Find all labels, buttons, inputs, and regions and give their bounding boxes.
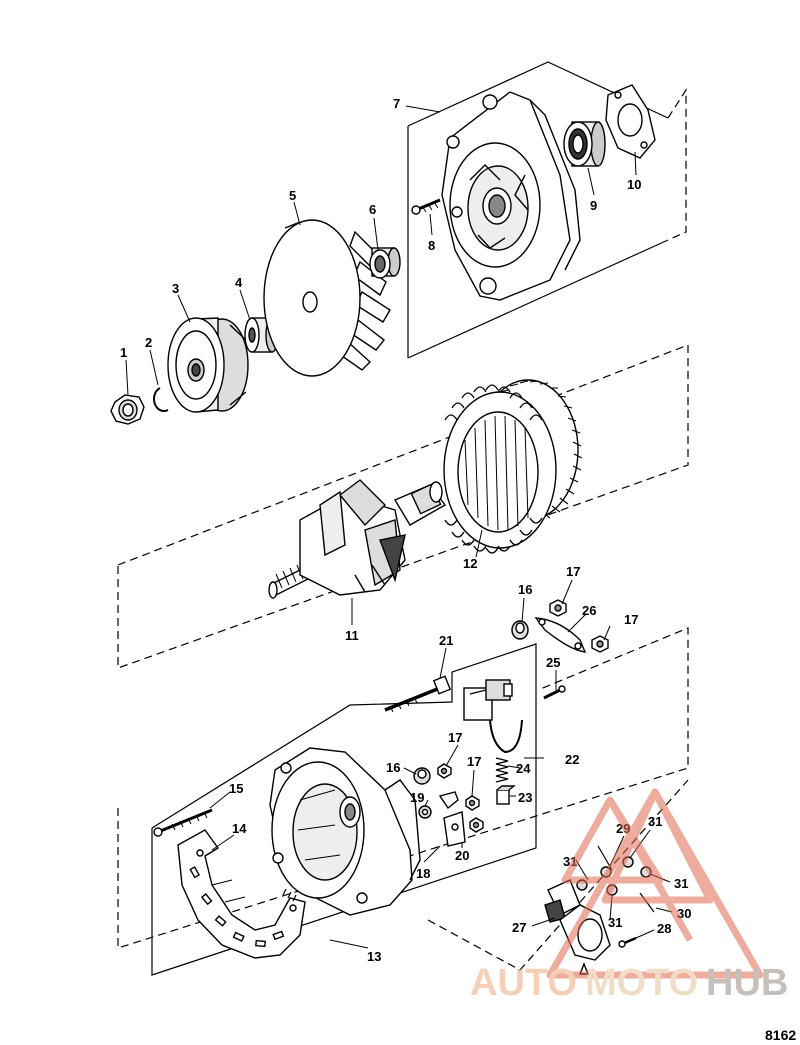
callout-17-mid: 17	[448, 730, 462, 745]
screw-icon	[153, 808, 213, 837]
callout-15: 15	[229, 781, 243, 796]
watermark-hub: HUB	[706, 962, 788, 1004]
callout-23: 23	[518, 790, 532, 805]
callout-8: 8	[428, 238, 435, 253]
stator-icon	[443, 379, 583, 554]
callout-14: 14	[232, 821, 247, 836]
snap-ring-icon	[153, 387, 169, 412]
nut-icon	[110, 394, 145, 425]
nut-icon	[465, 795, 480, 811]
callout-21: 21	[439, 633, 453, 648]
slip-ring-end-housing-icon	[269, 747, 421, 916]
brush-icon	[496, 785, 516, 805]
callout-22: 22	[565, 752, 579, 767]
callout-17-low: 17	[467, 754, 481, 769]
callout-6: 6	[369, 202, 376, 217]
callout-1: 1	[120, 345, 127, 360]
rotor-icon	[268, 479, 447, 599]
washer-icon	[418, 805, 432, 819]
retainer-plate-icon	[605, 84, 656, 159]
heat-sink-icon	[177, 829, 306, 959]
callout-3: 3	[172, 281, 179, 296]
bearing-icon	[563, 121, 606, 167]
callout-11: 11	[345, 628, 359, 643]
terminal-bracket-icon	[438, 791, 466, 847]
pulley-icon	[167, 317, 249, 413]
callout-2: 2	[145, 335, 152, 350]
insulator-icon	[413, 767, 431, 785]
callout-27: 27	[512, 920, 526, 935]
callout-16-bottom: 16	[386, 760, 400, 775]
callout-28: 28	[657, 921, 671, 936]
watermark-moto: MOTO	[585, 962, 698, 1004]
nut-icon	[469, 817, 484, 833]
callout-7: 7	[393, 96, 400, 111]
drive-end-housing-icon	[441, 91, 581, 301]
nut-icon	[591, 635, 609, 653]
nut-icon	[437, 763, 452, 779]
nut-icon	[549, 599, 567, 617]
callout-9: 9	[590, 198, 597, 213]
brush-holder-icon	[463, 679, 523, 754]
watermark: AUTO MOTO HUB	[470, 788, 788, 1004]
callout-25: 25	[546, 655, 560, 670]
callout-4: 4	[235, 275, 243, 290]
terminal-hardware	[413, 599, 609, 847]
callout-31-bottom: 31	[608, 915, 622, 930]
callout-10: 10	[627, 177, 641, 192]
callout-19: 19	[410, 790, 424, 805]
callout-16-top: 16	[518, 582, 532, 597]
link-plate-icon	[534, 617, 587, 653]
watermark-auto: AUTO	[470, 962, 577, 1004]
collar-icon	[369, 247, 401, 279]
callout-5: 5	[289, 188, 296, 203]
callout-17-top: 17	[566, 564, 580, 579]
callout-31-right: 31	[674, 876, 688, 891]
callout-12: 12	[463, 556, 477, 571]
through-bolt-icon	[384, 675, 452, 713]
insulator-icon	[511, 620, 529, 640]
callout-20: 20	[455, 848, 469, 863]
reference-number: 8162	[765, 1027, 796, 1043]
callout-labels: 1 2 3 4 5 6 7 8 9 10 11 12 13 14 15 16 1…	[120, 96, 691, 964]
callout-26: 26	[582, 603, 596, 618]
callout-13: 13	[367, 949, 381, 964]
screw-icon	[543, 685, 566, 700]
spring-icon	[495, 757, 509, 783]
screw-icon	[411, 198, 441, 215]
callout-18: 18	[416, 866, 430, 881]
callout-17-right: 17	[624, 612, 638, 627]
fan-icon	[263, 219, 391, 377]
callout-31-top: 31	[648, 814, 662, 829]
callout-24: 24	[516, 761, 531, 776]
